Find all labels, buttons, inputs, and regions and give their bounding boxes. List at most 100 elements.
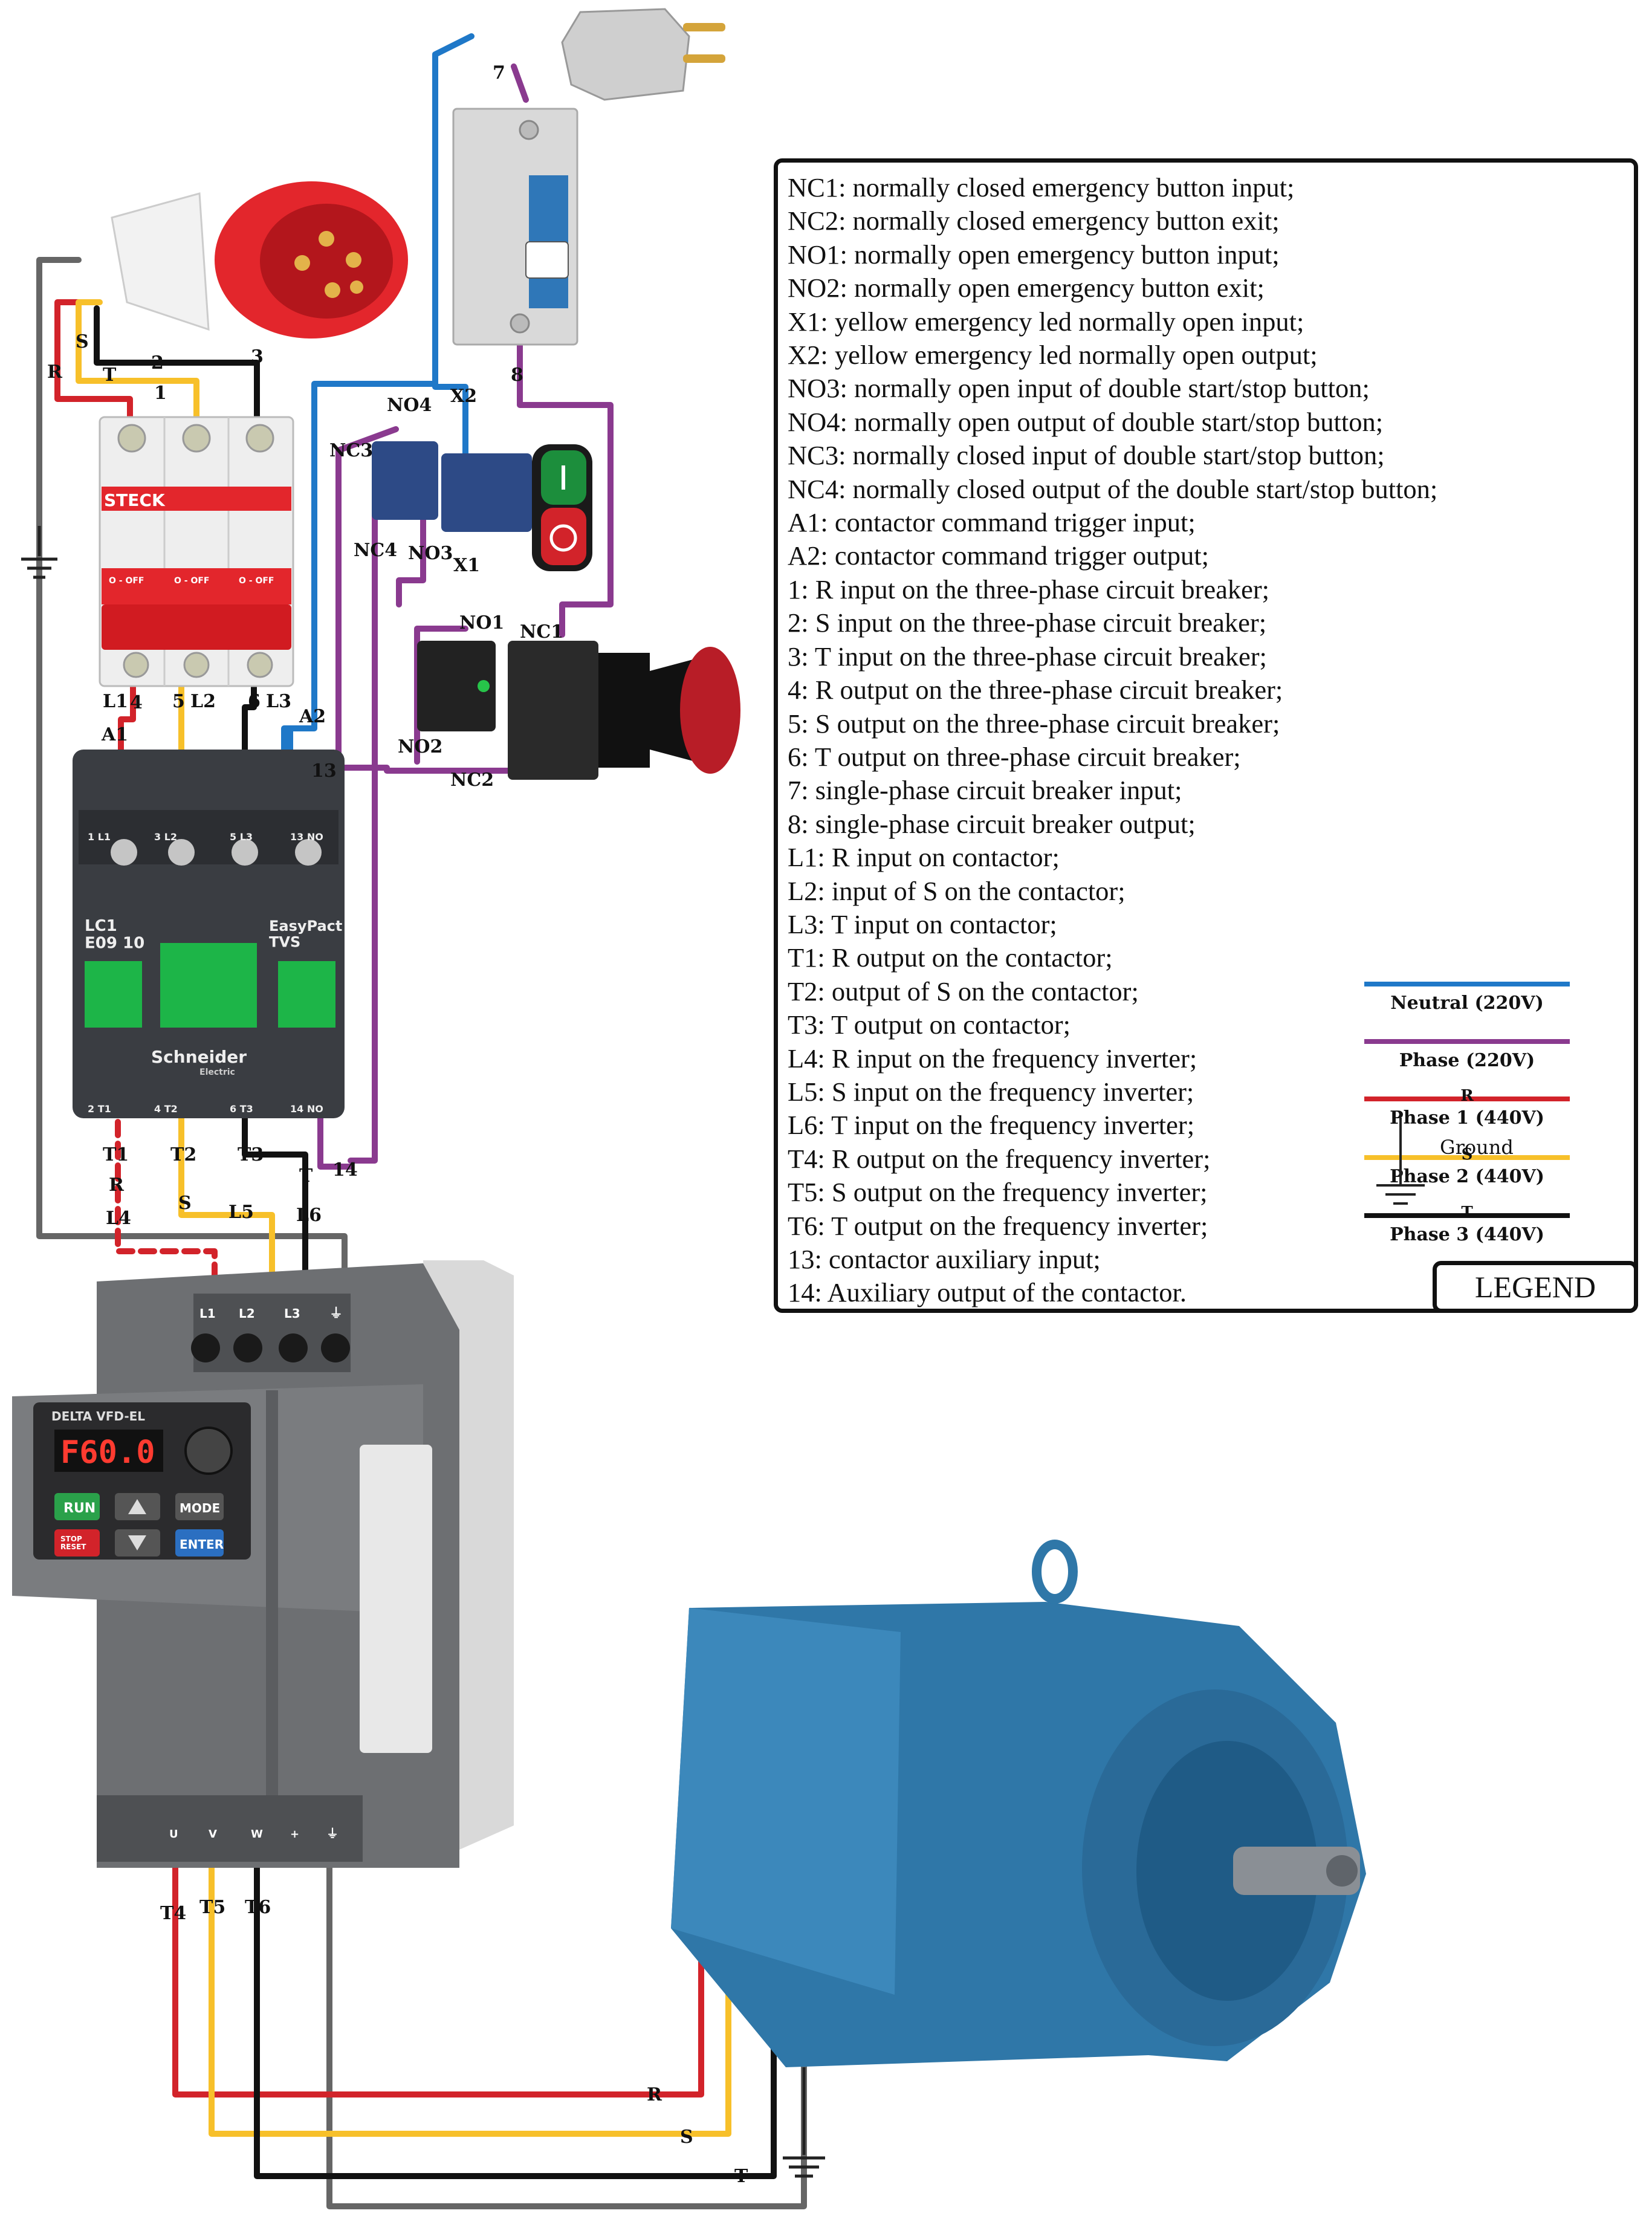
legend-list: NC1: normally closed emergency button in…: [778, 163, 1634, 1310]
single-phase-plug: [561, 8, 725, 101]
legend-entry: T4: R output on the frequency inverter;: [788, 1143, 1211, 1174]
breaker-status-2: O - OFF: [174, 576, 210, 586]
legend-entry: 7: single-phase circuit breaker input;: [788, 775, 1182, 806]
legend-entry: T6: T output on the frequency inverter;: [788, 1210, 1208, 1241]
legend-key-phase3-label: Phase 3 (440V): [1390, 1224, 1544, 1245]
label-breaker-in-3: 3: [251, 346, 264, 368]
inverter-brand: DELTA VFD-EL: [51, 1409, 145, 1424]
legend-entry: NO1: normally open emergency button inpu…: [788, 239, 1280, 270]
wire-phase-no3: [396, 517, 426, 607]
label-t6: T6: [245, 1897, 271, 1918]
legend-entry: L2: input of S on the contactor;: [788, 875, 1126, 906]
legend-key-phase3: T Phase 3 (440V): [1364, 1203, 1570, 1255]
wire-phase-nc4: [348, 511, 390, 1164]
legend-key-phase1-bar: [1364, 1097, 1570, 1101]
legend-key-neutral-label: Neutral (220V): [1390, 993, 1544, 1014]
wire-t1-r: [115, 1097, 218, 1291]
contactor-bottom-terminal-2: 4 T2: [154, 1103, 178, 1115]
label-no3: NO3: [408, 543, 453, 564]
inverter-display: F60.0: [60, 1434, 155, 1471]
label-out5: 5: [172, 691, 185, 712]
legend-entry: L6: T input on the frequency inverter;: [788, 1110, 1195, 1141]
label-13: 13: [311, 760, 337, 782]
label-l4: L4: [106, 1208, 131, 1229]
legend-entry: L3: T input on contactor;: [788, 909, 1057, 939]
label-s-mid: S: [178, 1193, 192, 1214]
legend-key-phase: Phase (220V): [1364, 1039, 1570, 1081]
electric-motor: [671, 1540, 1366, 2067]
legend-key-phase2-bar: [1364, 1155, 1570, 1160]
legend-key-phase-label: Phase (220V): [1399, 1050, 1535, 1071]
legend-entry: 2: S input on the three-phase circuit br…: [788, 607, 1267, 638]
terminal-labels: 1 2 3 R S T L1 4 5 L2 6 L3 A1 A2 13 14 T…: [47, 62, 748, 2187]
legend-entry: 5: S output on the three-phase circuit b…: [788, 708, 1280, 739]
label-nc2: NC2: [450, 769, 494, 791]
breaker-status-3: O - OFF: [239, 576, 274, 586]
inverter-input-terminal-4: ⏚: [329, 1306, 343, 1321]
legend-entry: A2: contactor command trigger output;: [788, 540, 1209, 571]
label-7: 7: [493, 62, 505, 83]
legend-key-phase2-mark: S: [1461, 1145, 1473, 1164]
wire-neutral-x2: [432, 384, 468, 487]
legend-entry: 14: Auxiliary output of the contactor.: [788, 1277, 1187, 1308]
legend-entry: L1: R input on contactor;: [788, 842, 1060, 873]
legend-entry: NC3: normally closed input of double sta…: [788, 440, 1385, 471]
inverter-run-button: RUN: [63, 1501, 96, 1516]
ground-symbol-motor: [783, 2067, 825, 2178]
label-l1: L1: [103, 691, 128, 712]
legend-entry: NO3: normally open input of double start…: [788, 373, 1370, 404]
legend-key-phase1-label: Phase 1 (440V): [1390, 1107, 1544, 1129]
label-x1: X1: [453, 555, 480, 576]
legend-entry: NC2: normally closed emergency button ex…: [788, 206, 1280, 236]
contactor-bottom-terminal-3: 6 T3: [230, 1103, 253, 1115]
label-out6: 6: [248, 691, 261, 712]
legend-key-phase2: S Phase 2 (440V): [1364, 1145, 1570, 1197]
label-a1: A1: [101, 724, 128, 745]
contactor-brand-sub: Electric: [199, 1067, 235, 1077]
inverter-output-terminal-5: ⏚: [326, 1826, 338, 1841]
label-t1: T1: [103, 1144, 129, 1165]
wire-t2-s: [178, 1097, 275, 1291]
breaker-brand: STECK: [104, 490, 166, 510]
label-motor-s: S: [680, 2127, 693, 2148]
legend-entry: NO2: normally open emergency button exit…: [788, 273, 1265, 303]
legend-entry: L4: R input on the frequency inverter;: [788, 1043, 1197, 1074]
contactor-brand: Schneider: [151, 1047, 247, 1067]
label-t5: T5: [199, 1897, 225, 1918]
breaker-status-1: O - OFF: [109, 576, 144, 586]
label-l3: L3: [266, 691, 291, 712]
label-no1: NO1: [459, 612, 504, 633]
inverter-mode-button: MODE: [180, 1501, 220, 1515]
legend-entry: 1: R input on the three-phase circuit br…: [788, 574, 1270, 604]
legend-entry: T2: output of S on the contactor;: [788, 976, 1139, 1006]
legend-entry: 6: T output on three-phase circuit break…: [788, 741, 1241, 772]
legend-entry: L5: S input on the frequency inverter;: [788, 1076, 1194, 1107]
inverter-input-terminal-2: L2: [239, 1306, 255, 1321]
wire-phase-8-out: [517, 339, 614, 638]
wire-phase-nc3: [335, 426, 399, 771]
legend-key-phase3-bar: [1364, 1213, 1570, 1218]
legend-entry: NC1: normally closed emergency button in…: [788, 172, 1295, 202]
single-phase-breaker: [452, 108, 578, 346]
label-14: 14: [332, 1159, 358, 1181]
inverter-input-terminal-1: L1: [199, 1306, 216, 1321]
label-l5: L5: [228, 1202, 254, 1223]
frequency-inverter: L1 L2 L3 ⏚ DELTA VFD-EL F60.0 RUN MODE S…: [12, 1260, 514, 1868]
label-8: 8: [511, 364, 523, 386]
label-motor-r: R: [647, 2084, 662, 2105]
legend-entry: NO4: normally open output of double star…: [788, 406, 1384, 437]
wire-t4-r: [172, 1829, 704, 2098]
contactor-top-terminal-3: 5 L3: [230, 831, 253, 843]
legend-key-phase-bar: [1364, 1039, 1570, 1044]
contactor-bottom-terminal-4: 14 NO: [290, 1103, 323, 1115]
legend-key-ground: Ground: [1364, 1118, 1570, 1214]
wire-ground-main: [36, 257, 348, 1284]
label-l2: L2: [190, 691, 216, 712]
legend-entry: T5: S output on the frequency inverter;: [788, 1177, 1208, 1208]
legend-key-phase1-mark: R: [1460, 1087, 1474, 1105]
inverter-input-terminal-3: L3: [284, 1306, 300, 1321]
legend-title: LEGEND: [1433, 1261, 1638, 1313]
legend-entry: 3: T input on the three-phase circuit br…: [788, 641, 1267, 672]
